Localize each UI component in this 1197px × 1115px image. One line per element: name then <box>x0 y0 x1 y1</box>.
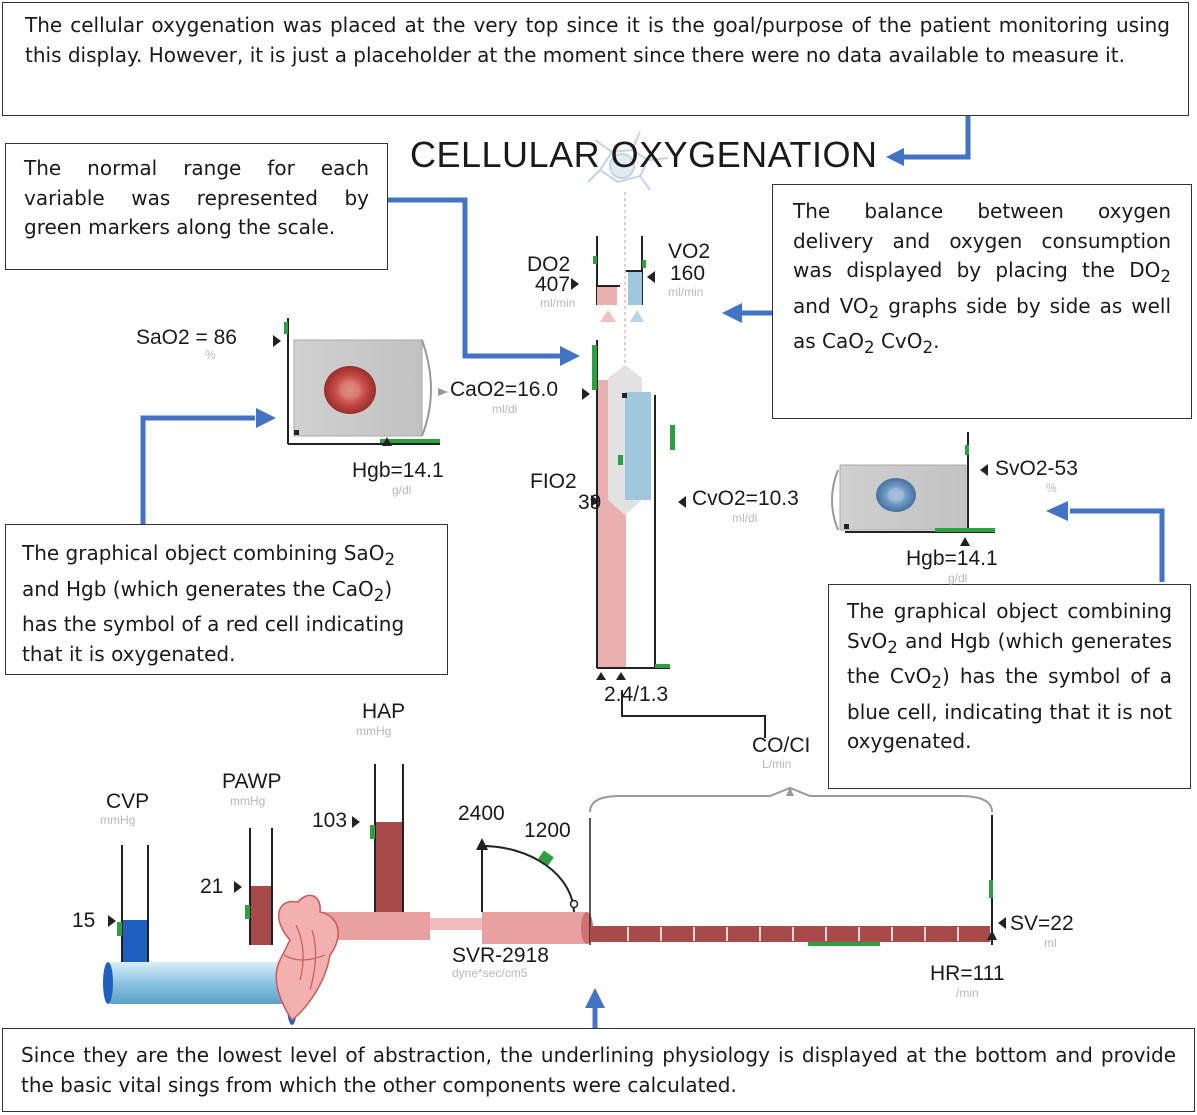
pawp-value: 21 <box>200 875 224 898</box>
note-cellular-oxygenation: The cellular oxygenation was placed at t… <box>2 2 1189 116</box>
note-normal-range: The normal range for each variable was r… <box>5 143 388 270</box>
pawp-unit: mmHg <box>230 794 266 808</box>
sv-unit: ml <box>1044 936 1057 950</box>
annotation-arrows <box>140 116 1165 1030</box>
svr-1200-label: 1200 <box>524 819 571 842</box>
hgb-right-unit: g/dl <box>948 571 968 585</box>
venous-pipe <box>103 962 297 1025</box>
svr-label: SVR-2918 <box>452 944 549 967</box>
sao2-unit: % <box>205 348 216 362</box>
do2-vo2-graphs <box>593 236 646 322</box>
hap-label: HAP <box>362 700 406 723</box>
svr-2400-label: 2400 <box>458 802 505 825</box>
label-pointers <box>108 271 1006 929</box>
co-ci-value: 2.4/1.3 <box>604 683 669 706</box>
sv-label: SV=22 <box>1010 912 1074 935</box>
hgb-left-label: Hgb=14.1 <box>352 459 444 482</box>
do2-unit: ml/min <box>540 296 576 310</box>
sv-hr-bar <box>589 786 997 946</box>
vo2-unit: ml/min <box>668 285 704 299</box>
note-bottom-physiology: Since they are the lowest level of abstr… <box>2 1028 1195 1112</box>
svr-arc <box>476 838 579 913</box>
co-ci-unit: L/min <box>762 757 792 771</box>
cvp-unit: mmHg <box>100 813 136 827</box>
annotation-arrowheads <box>256 148 1068 1008</box>
cvo2-label: CvO2=10.3 <box>692 487 799 510</box>
cvo2-unit: ml/dl <box>732 511 758 525</box>
note-blue-cell: The graphical object combining SvO2 and … <box>828 584 1191 789</box>
vo2-value: 160 <box>670 262 706 285</box>
hgb-right-label: Hgb=14.1 <box>906 547 998 570</box>
hr-label: HR=111 <box>930 962 1005 985</box>
pawp-label: PAWP <box>222 770 282 793</box>
hgb-left-unit: g/dl <box>392 483 412 497</box>
hap-unit: mmHg <box>356 724 392 738</box>
do2-value: 407 <box>535 273 571 296</box>
svo2-hgb-object <box>831 432 995 533</box>
cvp-value: 15 <box>72 909 96 932</box>
fio2-label: FIO2 <box>530 470 577 493</box>
pawp-gauge <box>245 828 273 945</box>
cao2-central-column <box>592 340 675 680</box>
co-ci-label: CO/CI <box>752 734 811 757</box>
svr-unit: dyne*sec/cm5 <box>452 966 528 980</box>
co-ci-connector <box>621 690 766 738</box>
vo2-label: VO2 <box>668 240 711 263</box>
cao2-unit: ml/dl <box>492 402 518 416</box>
hr-unit: /min <box>956 986 979 1000</box>
hap-value: 103 <box>312 809 348 832</box>
cvp-gauge <box>117 845 149 962</box>
note-balance: The balance between oxygen delivery and … <box>772 184 1192 419</box>
cao2-label: CaO2=16.0 <box>450 378 558 401</box>
page-title: CELLULAR OXYGENATION <box>410 134 878 175</box>
note-red-cell: The graphical object combining SaO2 and … <box>5 524 448 675</box>
do2-label: DO2 <box>527 253 571 276</box>
arterial-pipe <box>310 912 593 944</box>
hap-gauge <box>370 764 404 912</box>
svo2-label: SvO2-53 <box>995 457 1078 480</box>
sao2-hgb-object <box>284 318 448 445</box>
cvp-label: CVP <box>106 790 150 813</box>
heart-icon <box>275 894 339 1022</box>
fio2-value: 39 <box>578 491 602 514</box>
svo2-unit: % <box>1046 481 1057 495</box>
sao2-label: SaO2 = 86 <box>136 326 237 349</box>
neuron-icon <box>587 131 669 191</box>
